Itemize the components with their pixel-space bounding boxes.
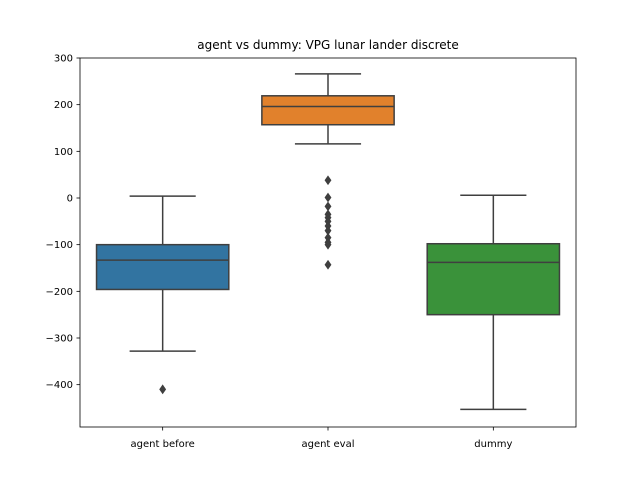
x-tick-label: dummy [474,439,512,450]
outlier-point [324,201,332,212]
outlier-point [324,259,332,270]
y-tick-label: 100 [54,147,73,158]
axes: 300 200 100 0 −100 −200 −300 −400 agent before ag… [46,54,513,451]
box-iqr [95,243,230,291]
outlier-point [324,175,332,186]
y-tick-label: 0 [67,194,73,205]
box-agent-eval [261,73,395,270]
y-tick-label: −100 [46,240,73,251]
outlier-point [324,239,332,250]
y-tick-label: −400 [46,380,73,391]
box-dummy [426,194,561,411]
chart-title: agent vs dummy: VPG lunar lander discret… [197,38,459,52]
y-tick-label: −300 [46,334,73,345]
outlier-point [159,384,167,395]
y-tick-label: −200 [46,287,73,298]
y-tick-label: 300 [54,54,73,65]
y-tick-label: 200 [54,100,73,111]
x-tick-label: agent eval [301,439,354,450]
box-iqr [261,95,395,126]
outlier-point [324,192,332,203]
box-agent-before [95,195,230,395]
box-iqr [426,242,561,316]
plot-area [95,73,561,411]
x-tick-label: agent before [131,439,195,450]
